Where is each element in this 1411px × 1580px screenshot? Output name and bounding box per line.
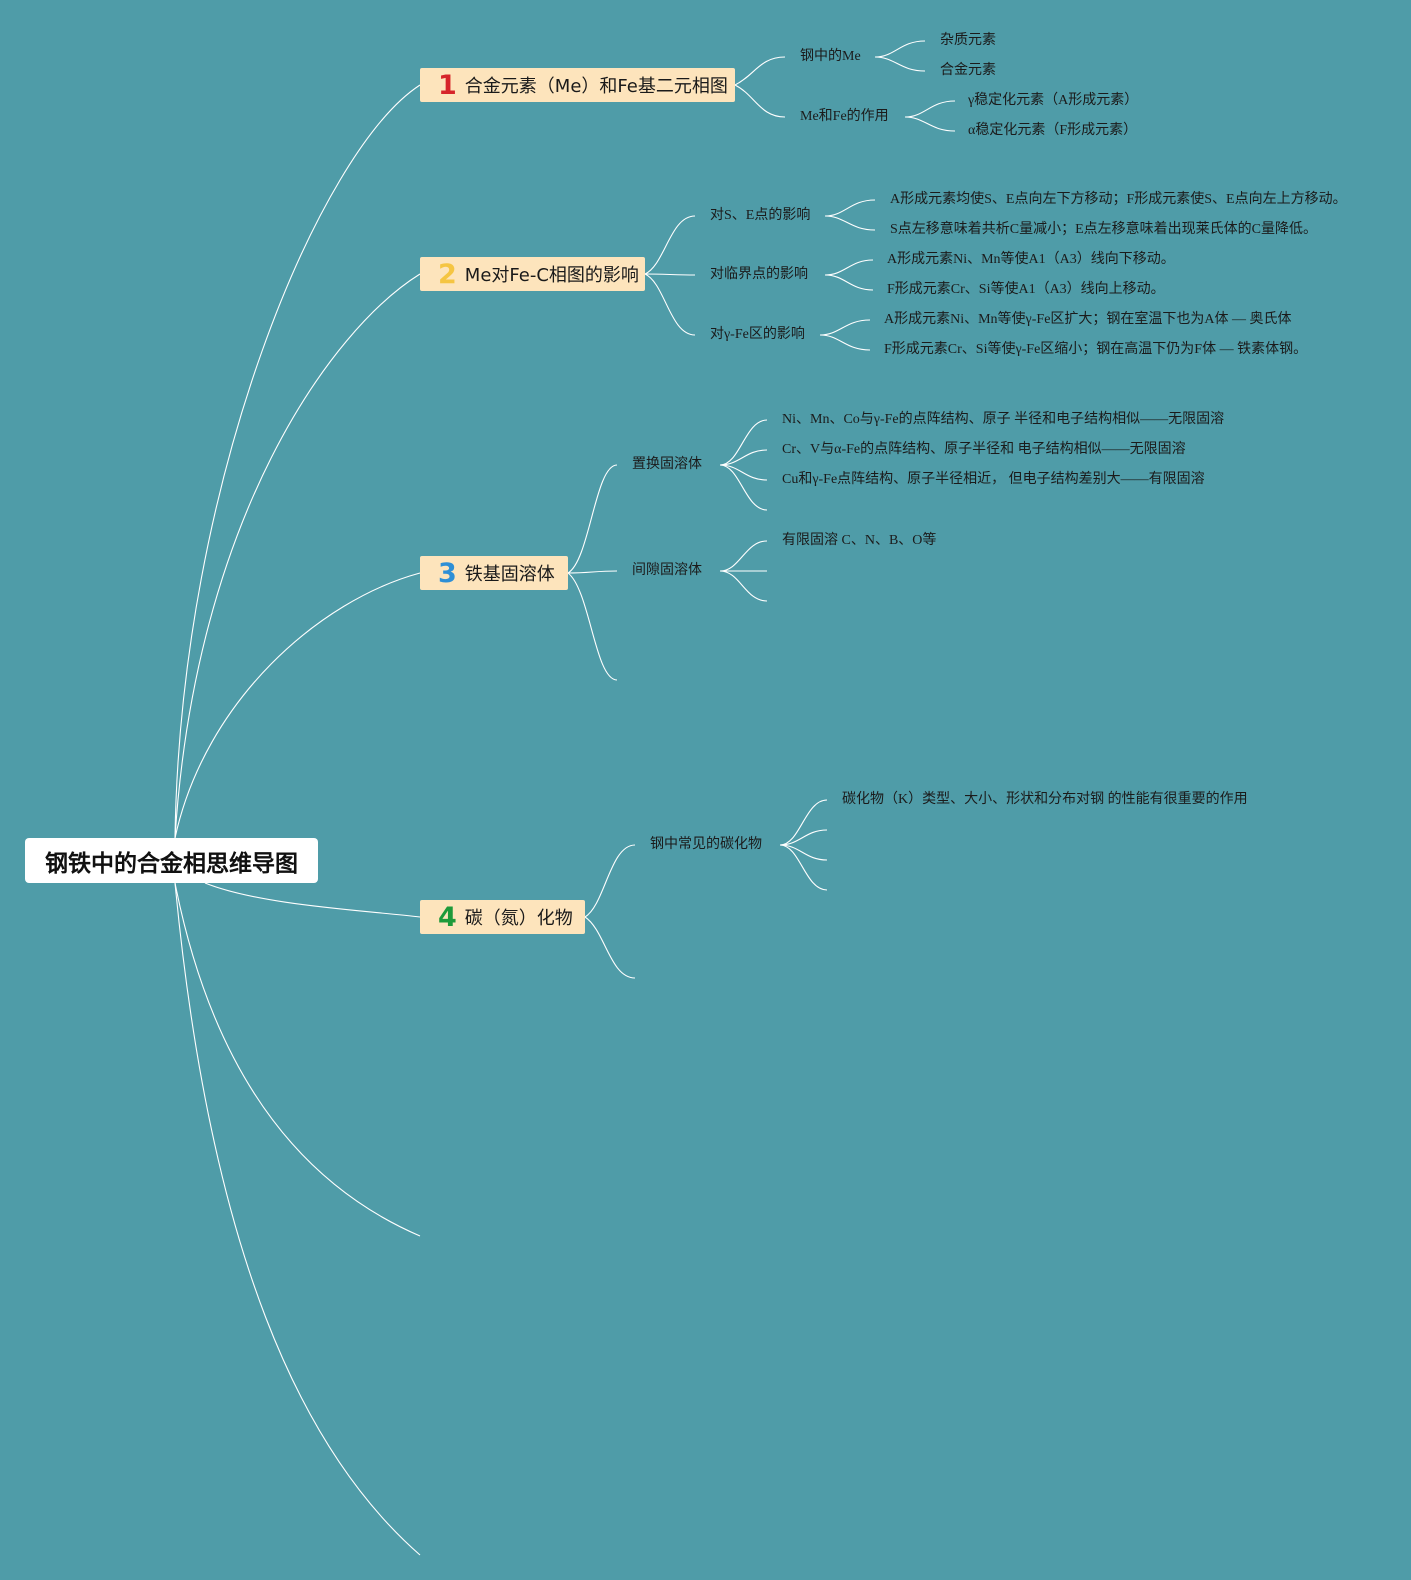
branch-4-node[interactable]: 4 碳（氮）化物 [420,900,585,934]
b3-sub2-leaf1[interactable]: 有限固溶 C、N、B、O等 [782,533,937,548]
b4-sub1-label[interactable]: 钢中常见的碳化物 [650,837,762,852]
branch-3-number: 3 [438,557,457,589]
b2-sub2-label[interactable]: 对临界点的影响 [710,267,808,282]
b2-sub2-leaf2[interactable]: F形成元素Cr、Si等使A1（A3）线向上移动。 [887,282,1165,297]
b1-sub1-label[interactable]: 钢中的Me [800,49,861,64]
b4-sub1-leaf1[interactable]: 碳化物（K）类型、大小、形状和分布对钢 的性能有很重要的作用 [842,792,1248,807]
b2-sub1-label[interactable]: 对S、E点的影响 [710,208,811,223]
root-node[interactable]: 钢铁中的合金相思维导图 [25,838,318,883]
branch-2-title: Me对Fe-C相图的影响 [464,265,639,286]
b3-sub1-label[interactable]: 置换固溶体 [632,457,702,472]
b3-sub1-leaf3[interactable]: Cu和γ-Fe点阵结构、原子半径相近， 但电子结构差别大——有限固溶 [782,472,1205,487]
link-root-b3 [174,572,421,839]
link-b3-empty [567,572,618,681]
link-b2-sub3 [644,273,696,336]
b1-sub1-leaf1[interactable]: 杂质元素 [940,33,996,48]
b1-sub2-leaf2[interactable]: α稳定化元素（F形成元素） [968,123,1138,138]
branch-2-number: 2 [438,258,457,290]
b1-sub2-label[interactable]: Me和Fe的作用 [800,109,889,124]
b2-sub2-leaf1[interactable]: A形成元素Ni、Mn等使A1（A3）线向下移动。 [887,252,1175,267]
link-root-empty-1 [174,882,421,1237]
link-root-b1 [174,84,421,839]
link-b1-sub2 [734,84,786,118]
b3-sub1-leaf2[interactable]: Cr、V与α-Fe的点阵结构、原子半径和 电子结构相似——无限固溶 [782,442,1186,457]
link-b1-sub1 [734,56,786,86]
b2-sub1-leaf2[interactable]: S点左移意味着共析C量减小；E点左移意味着出现莱氏体的C量降低。 [890,222,1318,237]
link-root-b4 [204,882,421,918]
b1-sub1-leaf2[interactable]: 合金元素 [940,63,996,78]
b1-sub2-leaf1[interactable]: γ稳定化元素（A形成元素） [968,93,1139,108]
link-b4-empty [584,916,636,979]
link-root-b2 [174,273,421,839]
link-b4-sub1 [584,844,636,918]
b2-sub3-label[interactable]: 对γ-Fe区的影响 [710,327,805,342]
link-root-empty-2 [174,882,421,1556]
branch-1-node[interactable]: 1 合金元素（Me）和Fe基二元相图 [420,68,735,102]
b2-sub3-leaf1[interactable]: A形成元素Ni、Mn等使γ-Fe区扩大；钢在室温下也为A体 — 奥氏体 [884,312,1292,327]
branch-4-title: 碳（氮）化物 [464,908,573,929]
branch-3-title: 铁基固溶体 [464,564,555,585]
branch-1-number: 1 [438,69,457,101]
link-b2-sub1 [644,215,696,275]
link-b3-sub1 [567,464,618,574]
b3-sub1-leaf1[interactable]: Ni、Mn、Co与γ-Fe的点阵结构、原子 半径和电子结构相似——无限固溶 [782,412,1225,427]
link-b2-sub2 [644,273,696,276]
link-b3-sub2 [567,570,618,574]
b3-sub2-label[interactable]: 间隙固溶体 [632,563,702,578]
branch-3-node[interactable]: 3 铁基固溶体 [420,556,568,590]
branch-1-title: 合金元素（Me）和Fe基二元相图 [464,76,728,97]
branch-2-node[interactable]: 2 Me对Fe-C相图的影响 [420,257,645,291]
b2-sub3-leaf2[interactable]: F形成元素Cr、Si等使γ-Fe区缩小；钢在高温下仍为F体 — 铁素体钢。 [884,342,1308,357]
branch-4-number: 4 [438,901,457,933]
b2-sub1-leaf1[interactable]: A形成元素均使S、E点向左下方移动；F形成元素使S、E点向左上方移动。 [890,192,1347,207]
